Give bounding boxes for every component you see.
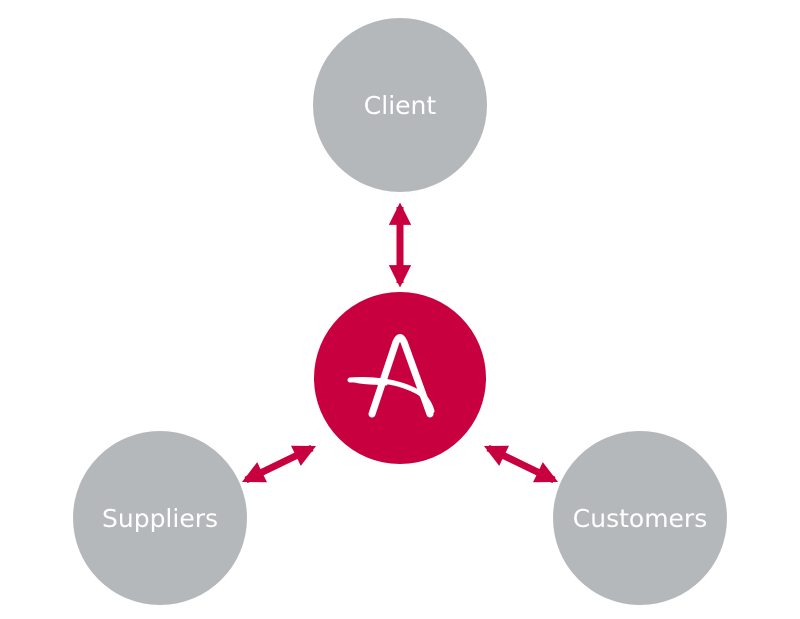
node-customers-label: Customers bbox=[573, 504, 707, 533]
node-customers-circle bbox=[553, 431, 727, 605]
a-logo-icon bbox=[347, 334, 435, 418]
node-center-circle bbox=[314, 292, 486, 464]
node-center bbox=[314, 292, 486, 464]
node-client-label: Client bbox=[364, 91, 437, 120]
arrow-center-customers bbox=[483, 444, 559, 484]
node-suppliers-circle bbox=[73, 431, 247, 605]
node-customers: Customers bbox=[553, 431, 727, 605]
arrow-center-suppliers bbox=[241, 444, 317, 484]
node-client-circle bbox=[313, 18, 487, 192]
node-suppliers: Suppliers bbox=[73, 431, 247, 605]
node-suppliers-label: Suppliers bbox=[102, 504, 218, 533]
node-client: Client bbox=[313, 18, 487, 192]
